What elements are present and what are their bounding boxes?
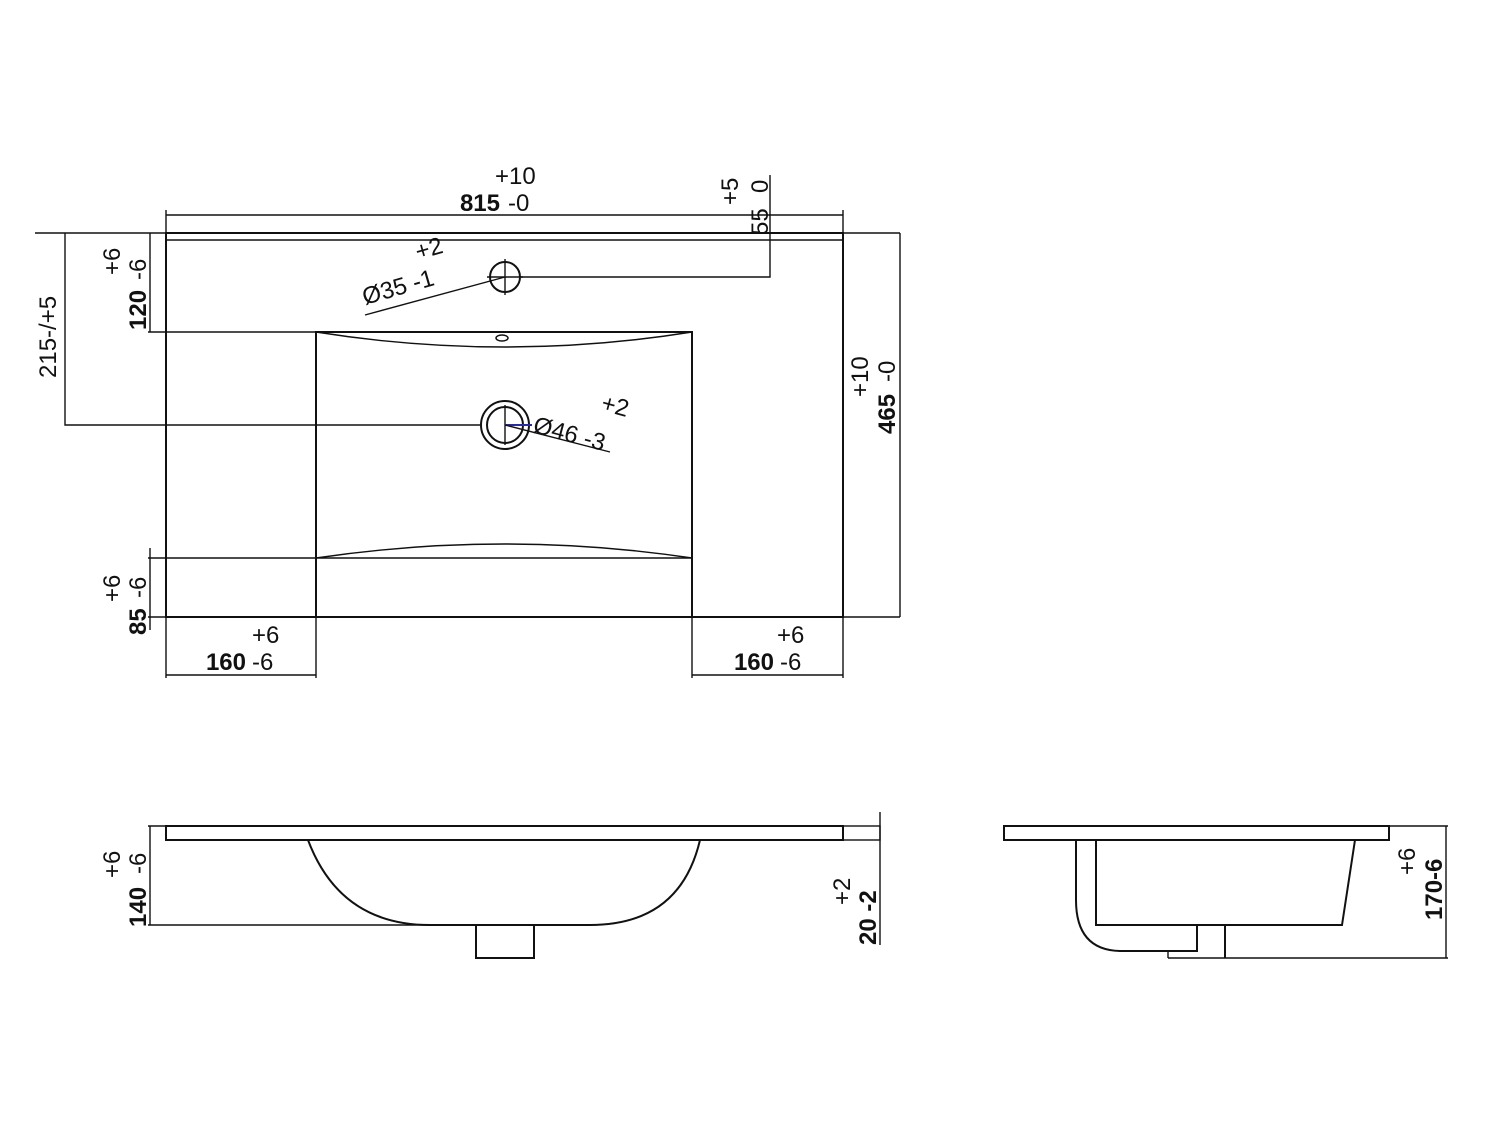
svg-text:+2: +2 <box>412 232 446 265</box>
drain-from-back-value: 215-/+5 <box>35 296 62 378</box>
bowl-front-curve <box>315 543 693 559</box>
bowl-back-curve <box>315 331 693 348</box>
front-height-value: 140 <box>125 887 152 927</box>
svg-text:0: 0 <box>747 180 774 193</box>
svg-text:+6: +6 <box>777 622 804 649</box>
overflow-icon <box>495 334 509 342</box>
slab-thickness-value: 20 -2 <box>855 890 882 945</box>
svg-text:-0: -0 <box>874 361 901 382</box>
front-view: +6 140 -6 +2 20 -2 <box>99 812 882 959</box>
svg-text:-6: -6 <box>125 577 152 598</box>
svg-text:-6: -6 <box>125 853 152 874</box>
tap-from-back-value: 120 <box>125 290 152 330</box>
width-tolerance: +10 <box>495 163 536 190</box>
drain-hole-diameter: Ø46 -3 <box>530 412 608 457</box>
side-height-value: 170-6 <box>1421 859 1448 920</box>
left-deck-value: 160 <box>206 649 246 676</box>
svg-text:+10: +10 <box>847 356 874 397</box>
svg-text:+2: +2 <box>598 390 631 423</box>
svg-text:+6: +6 <box>99 248 126 275</box>
svg-text:+6: +6 <box>99 851 126 878</box>
drain-outlet <box>475 924 535 959</box>
svg-text:+6: +6 <box>1394 848 1421 875</box>
front-edge-value: 85 <box>125 608 152 635</box>
svg-text:+2: +2 <box>829 878 856 905</box>
width-minus: -0 <box>508 190 529 217</box>
right-deck-value: 160 <box>734 649 774 676</box>
svg-text:-6: -6 <box>780 649 801 676</box>
svg-text:-6: -6 <box>252 649 273 676</box>
tap-offset-tolerance: +5 <box>717 178 744 205</box>
svg-text:+6: +6 <box>252 622 279 649</box>
svg-text:-6: -6 <box>125 259 152 280</box>
depth-value: 465 <box>874 394 901 434</box>
bowl-outline <box>315 331 693 617</box>
top-view: +10 815 -0 +5 0 55 +6 120 -6 215-/+5 +2 … <box>35 163 901 678</box>
width-value: 815 <box>460 190 500 217</box>
tap-hole-diameter: Ø35 -1 <box>359 265 437 311</box>
side-view: +6 170-6 <box>1003 825 1448 959</box>
tap-offset-value: 55 <box>747 208 774 235</box>
svg-text:+6: +6 <box>99 575 126 602</box>
